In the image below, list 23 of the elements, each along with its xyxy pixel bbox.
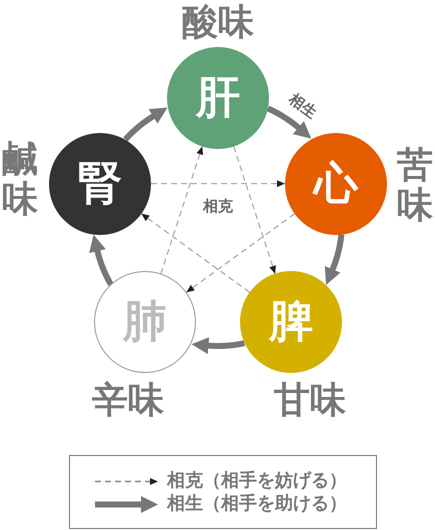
organ-label: 脾 <box>268 300 313 344</box>
thick-arrow <box>123 108 168 142</box>
dashed-arrow <box>140 213 250 293</box>
dashed-arrow <box>160 146 204 274</box>
dashed-arrow <box>233 146 276 274</box>
dashed-arrow <box>150 180 286 188</box>
taste-label: 辛味 <box>92 381 164 421</box>
legend-text: 相克（相手を妨げる） <box>167 470 347 492</box>
thick-arrow <box>324 232 344 285</box>
thick-arrow <box>192 337 246 354</box>
taste-label: 苦味 <box>397 146 433 226</box>
taste-label: 鹹味 <box>2 140 38 220</box>
organ-label: 肺 <box>123 300 168 344</box>
organ-label: 心 <box>314 162 358 206</box>
thick-arrow <box>266 106 312 139</box>
taste-label: 甘味 <box>274 381 346 421</box>
organ-label: 腎 <box>78 162 122 206</box>
legend-text: 相生（相手を助ける） <box>167 493 347 515</box>
taste-label: 酸味 <box>182 3 254 43</box>
dashed-arrow <box>186 213 296 293</box>
thick-arrow <box>89 234 114 286</box>
edge-label: 相克 <box>201 196 235 215</box>
organ-label: 肝 <box>196 76 240 120</box>
